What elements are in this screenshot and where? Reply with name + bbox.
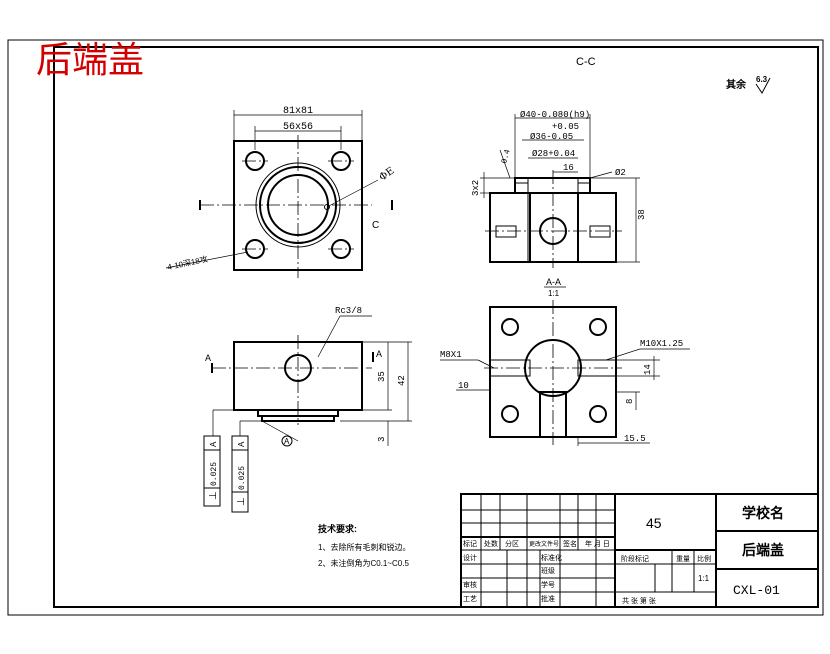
- svg-text:分区: 分区: [505, 539, 519, 548]
- svg-text:更改文件号: 更改文件号: [529, 540, 559, 548]
- dim-10: 10: [458, 381, 469, 391]
- dim-35: 35: [377, 371, 387, 382]
- svg-text:2、未注倒角为C0.1~C0.5: 2、未注倒角为C0.1~C0.5: [318, 558, 409, 568]
- dim-dia28: Ø28+0.04: [532, 149, 575, 159]
- svg-text:学号: 学号: [541, 580, 555, 589]
- section-aa-scale: 1:1: [548, 289, 560, 298]
- phi-label: ΦE: [377, 166, 396, 184]
- dim-15-5: 15.5: [624, 434, 646, 444]
- m8-label: M8X1: [440, 350, 462, 360]
- svg-text:审核: 审核: [463, 580, 477, 589]
- thread-note: 4-10深18攻: [166, 254, 208, 272]
- dim-14: 14: [643, 364, 653, 375]
- rc-label: Rc3/8: [335, 306, 362, 316]
- svg-text:年 月 日: 年 月 日: [585, 539, 610, 548]
- svg-text:其余: 其余: [726, 78, 747, 91]
- svg-text:⊥: ⊥: [208, 491, 219, 500]
- tolerance-frame-1: A 0.025 ⊥: [203, 435, 221, 507]
- svg-text:A: A: [209, 441, 218, 447]
- red-title: 后端盖: [36, 40, 144, 81]
- dim-3: 3: [377, 437, 387, 442]
- dim-phi2: Ø2: [615, 168, 626, 178]
- section-aa-view: A-A 1:1 M8X1 M10X1.25 10 14 8 15.5: [440, 277, 690, 446]
- svg-text:A: A: [376, 349, 382, 359]
- svg-text:标记: 标记: [463, 539, 477, 548]
- outer-border: [7, 39, 824, 616]
- section-aa-label: A-A: [546, 277, 561, 287]
- top-view: 81x81 56x56 C ΦE 4-10深18攻: [165, 106, 396, 278]
- dim-8: 8: [625, 399, 635, 404]
- surface-finish-note: 其余 6.3: [726, 75, 771, 94]
- svg-text:技术要求:: 技术要求:: [318, 523, 357, 534]
- svg-text:共 张 第 张: 共 张 第 张: [622, 596, 656, 605]
- dim-dia40: Ø40-0.080(h9): [520, 110, 590, 120]
- svg-text:重量: 重量: [676, 555, 690, 563]
- section-cc-heading: C-C: [576, 56, 596, 68]
- svg-text:设计: 设计: [463, 553, 477, 562]
- svg-text:A: A: [205, 353, 211, 363]
- tolerance-frame-2: A 0.025 ⊥: [231, 435, 249, 513]
- scale-value: 1:1: [698, 574, 710, 583]
- technical-requirements: 技术要求: 1、去除所有毛刺和锐边。 2、未注倒角为C0.1~C0.5: [318, 523, 410, 568]
- dim-38: 38: [637, 209, 647, 220]
- svg-text:阶段标记: 阶段标记: [621, 554, 649, 563]
- svg-text:6.3: 6.3: [756, 75, 768, 84]
- title-block: 标记 处数 分区 更改文件号 签名 年 月 日 设计 标准化 班级 审核 学号 …: [460, 493, 819, 608]
- drawing-number: CXL-01: [733, 583, 780, 598]
- svg-text:0.025: 0.025: [238, 466, 247, 490]
- svg-text:批准: 批准: [541, 594, 555, 603]
- svg-text:班级: 班级: [541, 566, 555, 575]
- dim-81x81: 81x81: [283, 106, 313, 117]
- material: 45: [646, 515, 662, 531]
- svg-text:工艺: 工艺: [463, 595, 477, 603]
- section-cc-view: Ø40-0.080(h9) +0.05 Ø36-0.05 Ø28+0.04 16…: [471, 110, 647, 268]
- dim-3x2: 3x2: [471, 180, 481, 196]
- part-name: 后端盖: [742, 542, 784, 558]
- roughness-symbol-icon: [755, 77, 771, 94]
- svg-text:标准化: 标准化: [541, 553, 562, 562]
- svg-text:⊥: ⊥: [236, 497, 247, 506]
- front-view: Rc3/8 A A 35 42 3 A: [205, 306, 412, 447]
- svg-text:处数: 处数: [484, 539, 498, 548]
- svg-text:A: A: [237, 441, 246, 447]
- section-mark-c: C: [372, 220, 379, 231]
- dim-56x56: 56x56: [283, 122, 313, 133]
- dim-42: 42: [397, 375, 407, 386]
- tol-pos: +0.05: [552, 122, 579, 132]
- svg-text:签名: 签名: [563, 539, 577, 548]
- dim-dia36: Ø36-0.05: [530, 132, 573, 142]
- svg-text:0.025: 0.025: [210, 462, 219, 486]
- inner-frame: [53, 46, 819, 608]
- svg-text:比例: 比例: [697, 554, 711, 563]
- school-name: 学校名: [742, 505, 784, 521]
- m10-label: M10X1.25: [640, 339, 683, 349]
- datum-a: A: [284, 437, 290, 446]
- dim-045: 0.4: [500, 148, 512, 164]
- svg-text:1、去除所有毛刺和锐边。: 1、去除所有毛刺和锐边。: [318, 542, 410, 552]
- dim-16: 16: [563, 163, 574, 173]
